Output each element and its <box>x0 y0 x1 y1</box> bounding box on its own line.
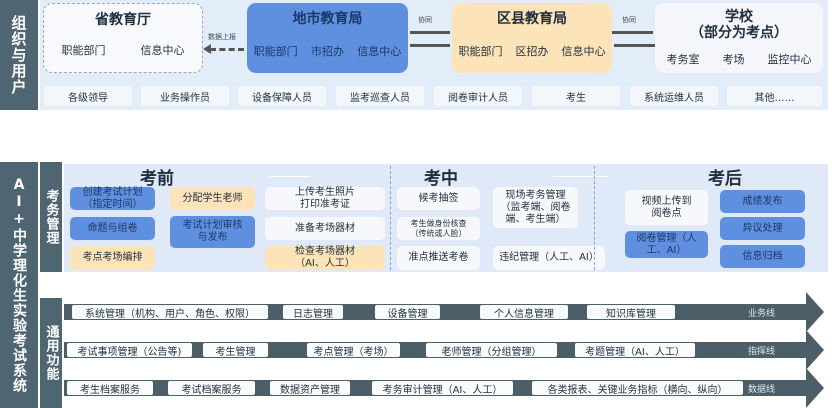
function-item: 老师管理（分组管理） <box>426 343 557 358</box>
phase-before-title: 考前 <box>140 169 174 189</box>
city-sub: 信息中心 <box>357 45 402 58</box>
function-item: 系统管理（机构、用户、角色、权限） <box>72 305 268 320</box>
function-item: 知识库管理 <box>587 305 675 320</box>
step-box: 创建考试计划（指定时间） <box>70 187 155 210</box>
school-sub: 监控中心 <box>767 53 812 66</box>
arrow-head-icon <box>806 368 824 408</box>
function-item: 考题管理（AI、人工） <box>575 343 695 358</box>
function-item: 考务审计管理（AI、人工） <box>372 381 513 396</box>
school-sub: 考场 <box>722 53 745 66</box>
step-box: 分配学生老师 <box>170 187 255 210</box>
county-sub: 职能部门 <box>458 45 503 58</box>
step-box: 现场考务管理（监考端、阅卷端、考生端） <box>493 187 578 228</box>
step-box: 准备考场器材 <box>265 217 385 240</box>
function-item: 考试档案服务 <box>168 381 255 396</box>
arrow-head-icon <box>203 44 211 54</box>
function-item: 考试事项管理（公告等) <box>67 343 192 358</box>
province-box: 省教育厅 职能部门 信息中心 <box>43 3 203 73</box>
step-box: 信息归档 <box>720 245 805 268</box>
phase-divider <box>594 166 595 270</box>
flow-arrow <box>553 176 608 177</box>
step-box: 违纪管理（人工、AI） <box>493 246 605 270</box>
step-box: 成绩发布 <box>720 190 805 213</box>
role-item: 监考巡查人员 <box>336 86 424 106</box>
step-box: 准点推送考卷 <box>397 246 480 270</box>
step-box: 考试计划审核与发布 <box>170 216 255 248</box>
flow-arrow <box>270 176 310 177</box>
school-subtitle: （部分为考点） <box>690 25 788 41</box>
city-sub: 职能部门 <box>253 45 298 58</box>
role-item: 系统运维人员 <box>630 86 718 106</box>
function-item: 日志管理 <box>283 305 343 320</box>
arrow-left <box>410 44 450 47</box>
role-item: 其他…… <box>727 86 822 106</box>
step-box: 视频上传到阅卷点 <box>625 190 708 225</box>
province-sub: 信息中心 <box>140 44 185 57</box>
step-box: 检查考场器材（AI、人工） <box>265 246 385 270</box>
step-box: 上传考生照片打印准考证 <box>265 187 385 210</box>
common-label: 通用功能 <box>40 298 62 408</box>
arrow-right <box>612 31 653 34</box>
province-title: 省教育厅 <box>95 12 151 28</box>
step-box: 阅卷管理（人工、AI） <box>625 231 708 258</box>
coop-label: 协同 <box>418 16 432 24</box>
line-name: 数据线 <box>748 385 776 395</box>
city-sub: 市招办 <box>310 45 344 58</box>
school-box: 学校 （部分为考点） 考务室 考场 监控中心 <box>655 3 823 73</box>
line-name: 业务线 <box>748 309 776 319</box>
function-item: 设备管理 <box>375 305 440 320</box>
report-arrow <box>210 48 244 51</box>
function-item: 个人信息管理 <box>480 305 568 320</box>
role-item: 业务操作员 <box>141 86 229 106</box>
role-item: 阅卷审计人员 <box>434 86 522 106</box>
coop-label: 协同 <box>622 16 636 24</box>
report-label: 数据上报 <box>208 33 236 41</box>
phase-during-title: 考中 <box>424 169 458 189</box>
school-sub: 考务室 <box>666 53 700 66</box>
step-box: 候考抽签 <box>397 187 480 210</box>
county-box: 区县教育局 职能部门区招办信息中心 <box>452 3 612 73</box>
function-item: 考生管理 <box>203 343 268 358</box>
county-title: 区县教育局 <box>497 11 567 27</box>
function-item: 各类报表、关键业务指标（横向、纵向） <box>532 381 743 396</box>
city-title: 地市教育局 <box>292 11 363 27</box>
county-sub: 区招办 <box>515 45 549 58</box>
arrow-head-icon <box>806 292 824 332</box>
role-item: 各级领导 <box>44 86 132 106</box>
line-name: 指挥线 <box>748 347 776 357</box>
phase-divider <box>390 166 391 270</box>
school-title: 学校 <box>725 9 753 25</box>
system-label: AI+中学理化生实验考试系统 <box>0 162 38 408</box>
function-item: 考点管理（考场） <box>307 343 400 358</box>
step-box: 命题与组卷 <box>70 217 155 240</box>
exam-label: 考务管理 <box>40 162 62 272</box>
arrow-head-icon <box>806 330 824 370</box>
phase-after-title: 考后 <box>708 169 742 189</box>
county-sub: 信息中心 <box>561 45 606 58</box>
step-box: 考生做身份核查（传统或人脸） <box>397 217 480 240</box>
arrow-left <box>614 44 655 47</box>
function-item: 数据资产管理 <box>270 381 350 396</box>
step-box: 考点考场编排 <box>70 246 155 270</box>
role-item: 考生 <box>532 86 620 106</box>
arrow-right <box>410 31 450 34</box>
org-section-label: 组织与用户 <box>0 0 38 110</box>
province-sub: 职能部门 <box>61 44 106 57</box>
step-box: 异议处理 <box>720 217 805 240</box>
function-item: 考生档案服务 <box>67 381 153 396</box>
role-item: 设备保障人员 <box>238 86 326 106</box>
city-box: 地市教育局 职能部门市招办信息中心 <box>247 3 408 73</box>
